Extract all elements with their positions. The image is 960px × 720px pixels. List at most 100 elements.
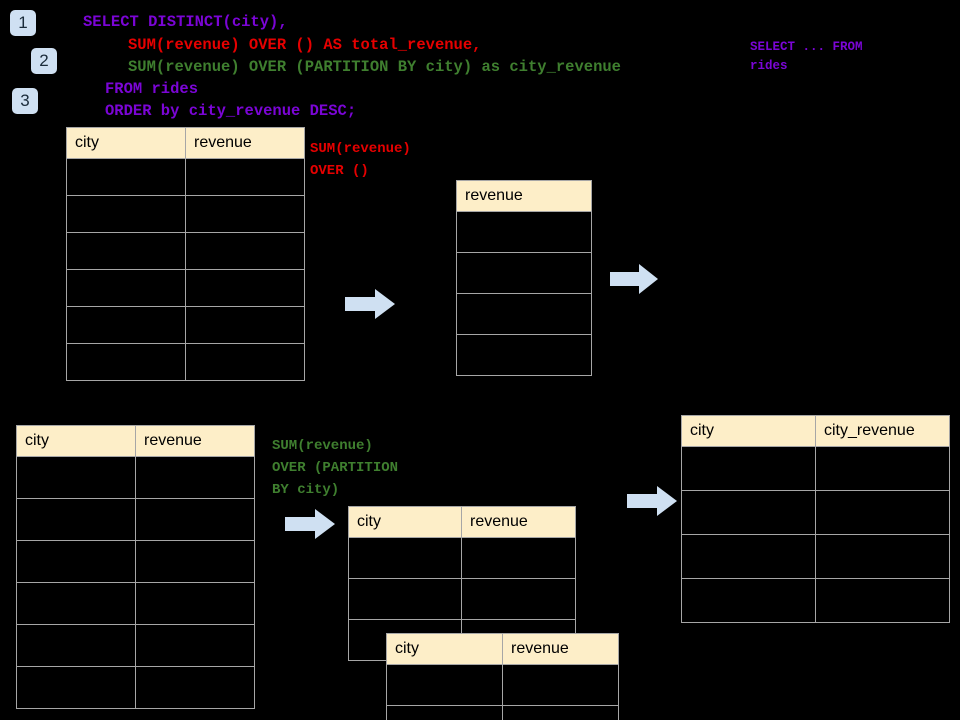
table-row	[456, 334, 592, 376]
sql-line-city-revenue: SUM(revenue) OVER (PARTITION BY city) as…	[128, 58, 621, 76]
annotation-total-revenue: SUM(revenue) OVER ()	[310, 141, 411, 179]
cell-city-revenue	[815, 490, 950, 535]
cell-city-revenue	[815, 578, 950, 623]
cell-revenue	[135, 582, 255, 625]
cell-city	[348, 537, 462, 579]
column-header-revenue: revenue	[502, 633, 619, 665]
cell-city-revenue	[815, 534, 950, 579]
cell-revenue	[135, 666, 255, 709]
table-rides-source-bottom: city revenue	[16, 425, 255, 709]
table-row	[66, 306, 305, 344]
table-header-row: city revenue	[386, 633, 619, 665]
table-header-row: city revenue	[348, 506, 576, 538]
cell-city	[66, 232, 186, 270]
cell-revenue	[456, 334, 592, 376]
table-row	[16, 624, 255, 667]
cell-revenue	[135, 540, 255, 583]
cell-city	[348, 578, 462, 620]
step-badge-2: 2	[31, 48, 57, 74]
column-header-revenue: revenue	[185, 127, 305, 159]
cell-city	[16, 540, 136, 583]
cell-city	[66, 343, 186, 381]
cell-revenue	[185, 306, 305, 344]
cell-revenue	[456, 211, 592, 253]
cell-city	[16, 582, 136, 625]
cell-revenue	[461, 578, 576, 620]
table-partition-group-front: city revenue	[386, 633, 619, 720]
cell-revenue	[502, 705, 619, 720]
cell-city	[681, 446, 816, 491]
table-row	[66, 232, 305, 270]
annotation-city-revenue: SUM(revenue) OVER (PARTITION BY city)	[272, 438, 399, 498]
table-header-row: revenue	[456, 180, 592, 212]
table-total-revenue: revenue	[456, 180, 592, 376]
cell-city	[66, 195, 186, 233]
column-header-city: city	[66, 127, 186, 159]
table-header-row: city city_revenue	[681, 415, 950, 447]
sql-line-total-revenue: SUM(revenue) OVER () AS total_revenue,	[128, 36, 482, 54]
cell-revenue	[461, 537, 576, 579]
table-row	[66, 195, 305, 233]
table-final-result: city city_revenue	[681, 415, 950, 623]
sql-line-from: FROM rides	[105, 80, 199, 98]
cell-revenue	[185, 158, 305, 196]
table-row	[456, 211, 592, 253]
step-badge-1: 1	[10, 10, 36, 36]
arrow-partition-to-result	[627, 486, 677, 516]
cell-city	[681, 578, 816, 623]
cell-revenue	[502, 664, 619, 706]
table-row	[66, 158, 305, 196]
cell-revenue	[135, 498, 255, 541]
column-header-revenue: revenue	[461, 506, 576, 538]
column-header-city: city	[681, 415, 816, 447]
arrow-source-to-total	[345, 289, 395, 319]
table-row	[456, 252, 592, 294]
cell-revenue	[135, 456, 255, 499]
table-row	[681, 490, 950, 535]
table-row	[386, 664, 619, 706]
sql-line-select: SELECT DISTINCT(city),	[83, 13, 288, 31]
cell-revenue	[456, 252, 592, 294]
cell-city	[66, 158, 186, 196]
arrow-source-to-partition	[285, 509, 335, 539]
cell-city	[16, 666, 136, 709]
table-row	[681, 534, 950, 579]
table-row	[456, 293, 592, 335]
column-header-revenue: revenue	[135, 425, 255, 457]
cell-city	[66, 306, 186, 344]
table-row	[66, 343, 305, 381]
cell-city	[386, 664, 503, 706]
table-row	[16, 582, 255, 625]
table-row	[348, 578, 576, 620]
table-row	[16, 540, 255, 583]
cell-city	[681, 534, 816, 579]
table-row	[681, 578, 950, 623]
cell-revenue	[185, 343, 305, 381]
column-header-city: city	[16, 425, 136, 457]
table-row	[16, 666, 255, 709]
cell-revenue	[135, 624, 255, 667]
column-header-city: city	[386, 633, 503, 665]
step-badge-3: 3	[12, 88, 38, 114]
table-row	[16, 456, 255, 499]
arrow-total-to-result	[610, 264, 658, 294]
cell-city	[16, 456, 136, 499]
cell-city	[16, 498, 136, 541]
cell-revenue	[456, 293, 592, 335]
sidenote-select-from-rides: SELECT ... FROM rides	[750, 40, 863, 73]
cell-city	[16, 624, 136, 667]
cell-city	[681, 490, 816, 535]
cell-revenue	[185, 232, 305, 270]
column-header-city-revenue: city_revenue	[815, 415, 950, 447]
sql-line-order-by: ORDER by city_revenue DESC;	[105, 102, 357, 120]
table-row	[681, 446, 950, 491]
table-row	[386, 705, 619, 720]
table-row	[16, 498, 255, 541]
cell-city-revenue	[815, 446, 950, 491]
table-row	[66, 269, 305, 307]
column-header-city: city	[348, 506, 462, 538]
table-header-row: city revenue	[16, 425, 255, 457]
cell-revenue	[185, 269, 305, 307]
cell-city	[66, 269, 186, 307]
